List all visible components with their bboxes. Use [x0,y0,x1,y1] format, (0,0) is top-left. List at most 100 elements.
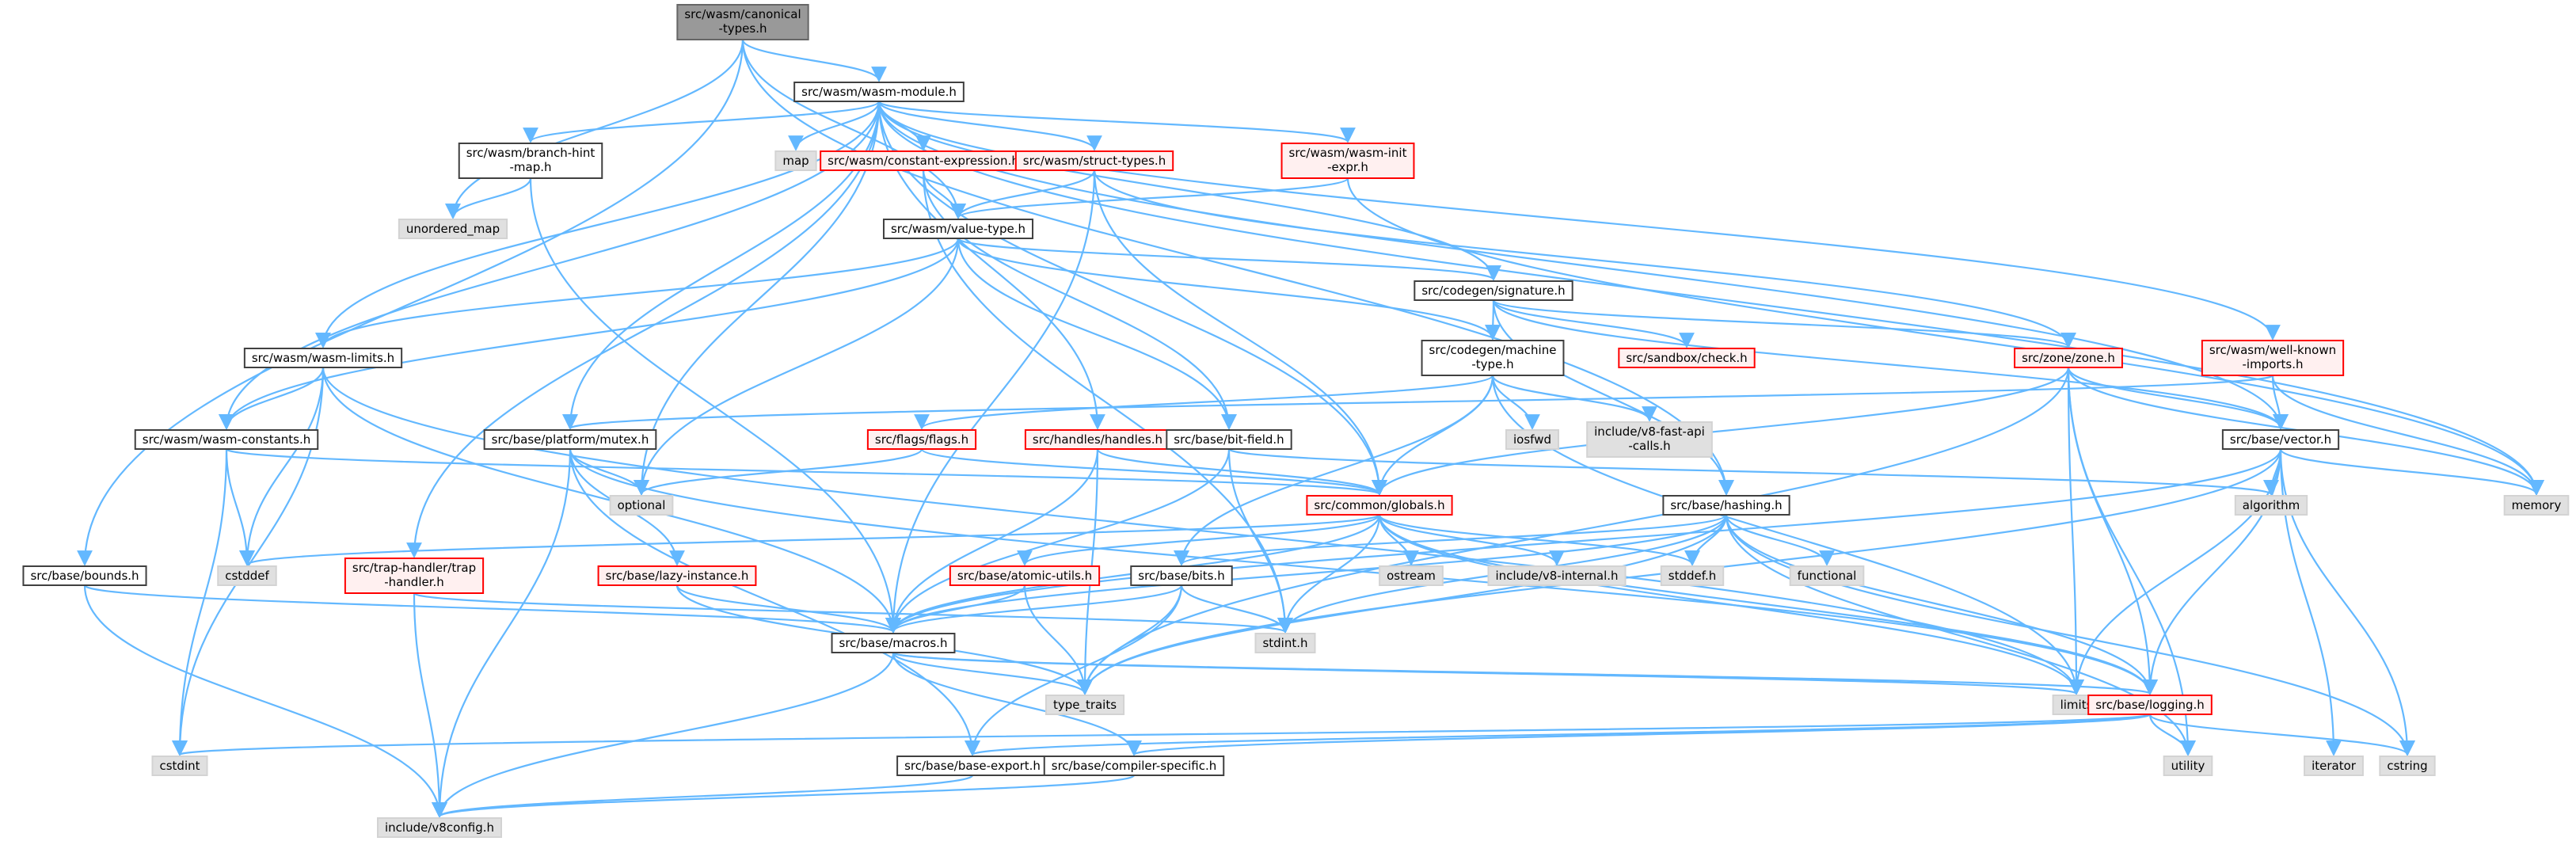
edge-bits-to-base-export [965,584,1183,756]
edge-platform-mutex-to-base-export [569,448,980,756]
node-label: include/v8-internal.h [1495,569,1618,583]
node-memory: memory [2503,495,2570,516]
node-flags[interactable]: src/flags/flags.h [866,429,977,450]
node-constant-expression[interactable]: src/wasm/constant-expression.h [820,150,1027,171]
node-well-known-imports[interactable]: src/wasm/well-known-imports.h [2201,340,2345,376]
edge-vector-to-memory [2279,448,2544,496]
node-base-export[interactable]: src/base/base-export.h [896,756,1048,776]
node-sandbox-check[interactable]: src/sandbox/check.h [1618,348,1756,368]
node-label: -types.h [718,21,767,36]
node-label: src/wasm/well-known [2209,343,2336,357]
edge-well-known-imports-to-vector [2271,375,2289,430]
edge-canonical-types-to-wasm-module [741,39,887,82]
edge-macros-to-logging [892,651,2157,695]
node-macros[interactable]: src/base/macros.h [831,633,956,653]
node-box [1414,280,1573,301]
node-value-type[interactable]: src/wasm/value-type.h [882,219,1034,239]
node-bit-field[interactable]: src/base/bit-field.h [1166,429,1292,450]
node-label: src/wasm/canonical [684,7,801,21]
edge-vector-to-macros [885,448,2282,634]
node-common-globals[interactable]: src/common/globals.h [1306,495,1453,516]
edge-well-known-imports-to-platform-mutex [563,374,2274,430]
node-signature[interactable]: src/codegen/signature.h [1414,280,1573,301]
node-label: src/common/globals.h [1314,498,1444,512]
node-label: memory [2512,498,2562,512]
node-box [882,219,1034,239]
edge-wasm-limits-to-wasm-constants [219,367,325,430]
edge-hashing-to-cstring [1725,514,2415,756]
node-box [1014,150,1174,171]
node-vector[interactable]: src/base/vector.h [2221,429,2340,450]
node-label: map [782,154,809,168]
node-label: src/base/bits.h [1138,569,1224,583]
edge-wasm-module-to-memory [877,101,2544,496]
node-label: src/wasm/wasm-limits.h [252,351,394,365]
edge-compiler-specific-to-v8config [432,774,1136,818]
node-label: algorithm [2243,498,2300,512]
node-box [22,565,147,586]
node-canonical-types[interactable]: src/wasm/canonical-types.h [676,4,809,40]
node-bits[interactable]: src/base/bits.h [1130,565,1233,586]
node-label: src/base/lazy-instance.h [606,569,749,583]
node-box [1660,565,1725,586]
edge-zone-to-vector [2067,367,2289,430]
node-box [458,143,603,179]
node-wasm-constants[interactable]: src/wasm/wasm-constants.h [134,429,319,450]
node-atomic-utils[interactable]: src/base/atomic-utils.h [949,565,1101,586]
edge-handles-to-macros [885,448,1099,634]
node-branch-hint-map[interactable]: src/wasm/branch-hint-map.h [458,143,603,179]
node-label: src/base/compiler-specific.h [1052,759,1216,773]
edge-vector-to-iterator [2279,448,2342,756]
edge-branch-hint-map-to-macros [529,177,901,634]
node-label: src/flags/flags.h [875,432,968,447]
edge-signature-to-zone [1492,299,2076,348]
node-box [1044,695,1125,715]
node-trap-handler[interactable]: src/trap-handler/trap-handler.h [344,558,485,594]
edge-well-known-imports-to-memory [2271,375,2544,496]
node-box [2379,756,2436,776]
node-box [344,558,485,594]
edge-wasm-constants-to-common-globals [225,447,1387,496]
node-struct-types[interactable]: src/wasm/struct-types.h [1014,150,1174,171]
edge-hashing-to-type-traits [1077,514,1728,695]
node-hashing[interactable]: src/base/hashing.h [1662,495,1790,516]
edge-wasm-module-to-branch-hint-map [523,100,881,143]
node-zone[interactable]: src/zone/zone.h [2014,348,2123,368]
node-box [820,150,1027,171]
node-logging[interactable]: src/base/logging.h [2087,695,2213,715]
edge-machine-type-to-common-globals [1372,375,1494,496]
node-label: src/base/macros.h [839,636,948,650]
node-wasm-module[interactable]: src/wasm/wasm-module.h [793,82,965,102]
node-wasm-limits[interactable]: src/wasm/wasm-limits.h [243,348,403,368]
node-label: include/v8-fast-api [1594,424,1705,439]
edge-constant-expression-to-bit-field [922,169,1237,430]
node-machine-type[interactable]: src/codegen/machine-type.h [1421,340,1565,376]
node-platform-mutex[interactable]: src/base/platform/mutex.h [483,429,657,450]
edge-machine-type-to-v8-fast-api-calls [1491,375,1657,422]
node-bounds[interactable]: src/base/bounds.h [22,565,147,586]
node-box [676,4,809,40]
edge-wasm-limits-to-macros [322,367,901,634]
node-box [483,429,657,450]
edge-hashing-to-logging [1725,514,2158,695]
edge-bits-to-macros [885,584,1183,634]
edge-wasm-limits-to-cstddef [239,367,325,566]
edge-macros-to-v8config [432,652,895,818]
edge-wasm-module-to-map [788,101,881,151]
node-compiler-specific[interactable]: src/base/compiler-specific.h [1043,756,1225,776]
node-label: src/wasm/wasm-module.h [801,85,957,99]
node-label: -imports.h [2242,357,2303,371]
node-label: -type.h [1471,357,1513,371]
node-label: src/sandbox/check.h [1626,351,1747,365]
edge-wasm-init-expr-to-value-type [950,177,1349,219]
edge-logging-to-utility [2148,714,2196,756]
node-lazy-instance[interactable]: src/base/lazy-instance.h [597,565,757,586]
node-label: src/base/hashing.h [1670,498,1782,512]
edge-bit-field-to-algorithm [1227,447,2278,496]
node-handles[interactable]: src/handles/handles.h [1024,429,1171,450]
edge-canonical-types-to-hashing [741,39,1734,496]
node-wasm-init-expr[interactable]: src/wasm/wasm-init-expr.h [1280,143,1415,179]
node-map: map [774,150,817,171]
edge-atomic-utils-to-type-traits [1023,584,1093,695]
